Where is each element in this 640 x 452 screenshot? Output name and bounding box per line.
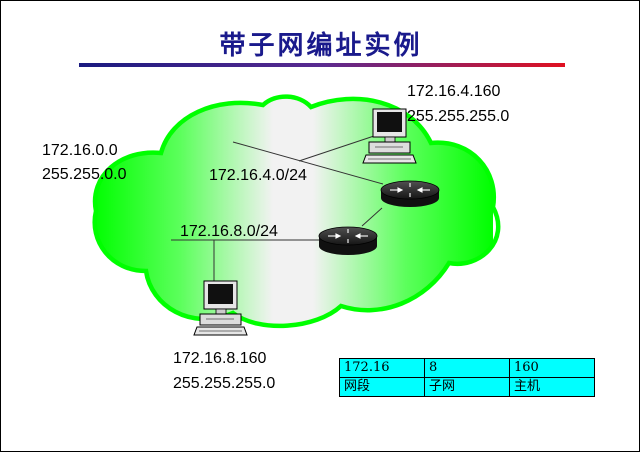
table-cell: 160 [510, 359, 595, 378]
host-bottom-mask-label: 255.255.255.0 [173, 374, 275, 394]
host-bottom-ip-label: 172.16.8.160 [173, 349, 266, 369]
table-cell: 网段 [340, 378, 425, 397]
router-icon [381, 181, 439, 207]
table-cell: 子网 [425, 378, 510, 397]
network-ip-label: 172.16.0.0 [42, 141, 118, 161]
table-cell: 8 [425, 359, 510, 378]
table-cell: 172.16 [340, 359, 425, 378]
host-top-ip-label: 172.16.4.160 [407, 82, 500, 102]
table-row: 172.16 8 160 [340, 359, 595, 378]
subnet-a-label: 172.16.4.0/24 [209, 166, 307, 186]
router-icon [319, 227, 377, 255]
host-top-mask-label: 255.255.255.0 [407, 107, 509, 127]
subnet-b-label: 172.16.8.0/24 [180, 222, 278, 242]
network-mask-label: 255.255.0.0 [42, 165, 127, 185]
table-row: 网段 子网 主机 [340, 378, 595, 397]
table-cell: 主机 [510, 378, 595, 397]
address-breakdown-table: 172.16 8 160 网段 子网 主机 [339, 358, 595, 397]
